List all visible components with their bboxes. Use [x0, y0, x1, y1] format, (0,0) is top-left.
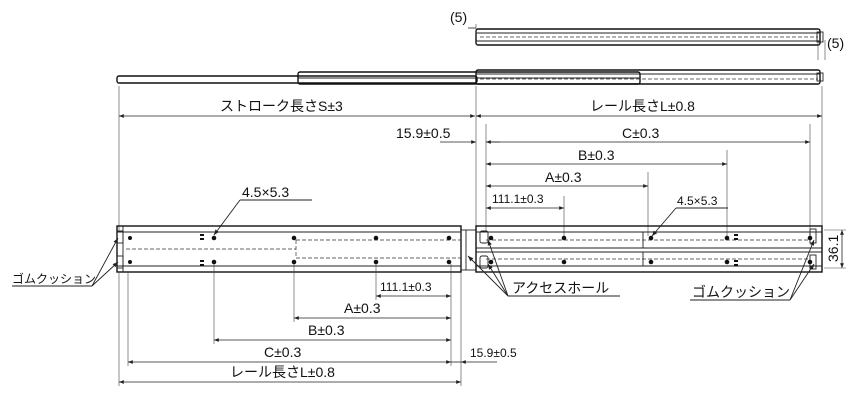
clearance-label-right: (5)	[827, 35, 844, 51]
stroke-label: ストローク長さS±3	[220, 98, 343, 114]
rail-length-dimension-top: レール長さL±0.8	[475, 86, 823, 232]
hole-callout-left: 4.5×5.3	[213, 184, 312, 236]
closed-rail-view	[475, 28, 824, 46]
rail-length-label-top: レール長さL±0.8	[590, 98, 695, 114]
hole-callout-right: 4.5×5.3	[651, 194, 728, 237]
clearance-dim-right: (5)	[817, 35, 844, 60]
height-label: 36.1	[825, 235, 841, 262]
dim-a-bottom: A±0.3	[294, 300, 451, 320]
dim-111-label-top: 111.1±0.3	[492, 192, 544, 206]
dim-b-top: B±0.3	[486, 147, 728, 236]
stroke-dimension: ストローク長さS±3	[118, 86, 475, 232]
dim-111-top: 111.1±0.3	[486, 192, 565, 236]
bottom-extension-lines	[118, 264, 462, 386]
rail-length-dimension-bottom: レール長さL±0.8	[119, 364, 461, 384]
mounting-holes	[128, 234, 813, 266]
hole-label-right: 4.5×5.3	[677, 194, 718, 208]
dim-c-label-bottom: C±0.3	[264, 344, 301, 360]
offset-label-top: 15.9±0.5	[396, 125, 451, 141]
dim-c-bottom: C±0.3	[128, 344, 451, 364]
clearance-dim-top: (5)	[450, 9, 477, 34]
dim-a-label-top: A±0.3	[545, 169, 582, 185]
dim-b-bottom: B±0.3	[214, 322, 451, 342]
dim-111-label-bottom: 111.1±0.3	[380, 280, 432, 294]
rubber-cushion-left-label: ゴムクッション	[12, 271, 96, 286]
dim-c-label-top: C±0.3	[622, 125, 659, 141]
offset-dimension-bottom: 15.9±0.5	[451, 346, 517, 364]
offset-label-bottom: 15.9±0.5	[470, 346, 517, 360]
dim-b-label-top: B±0.3	[578, 147, 615, 163]
rubber-cushion-right-callout: ゴムクッション	[690, 239, 815, 301]
rubber-cushion-left-callout: ゴムクッション	[12, 237, 119, 287]
extended-rail-view	[116, 69, 824, 85]
dim-111-bottom: 111.1±0.3	[376, 280, 451, 298]
dim-c-top: C±0.3	[486, 124, 811, 236]
dim-b-label-bottom: B±0.3	[308, 322, 345, 338]
rail-side-view	[116, 225, 823, 273]
offset-dimension-top: 15.9±0.5	[396, 124, 500, 232]
access-hole-label: アクセスホール	[512, 280, 609, 296]
height-dimension: 36.1	[824, 229, 846, 269]
dim-a-label-bottom: A±0.3	[344, 300, 381, 316]
rail-length-label-bottom: レール長さL±0.8	[230, 364, 335, 380]
clearance-label-top: (5)	[450, 9, 467, 25]
access-hole-callout: アクセスホール	[467, 239, 620, 297]
rubber-cushion-right-label: ゴムクッション	[692, 284, 790, 300]
hole-label-left: 4.5×5.3	[242, 184, 289, 200]
